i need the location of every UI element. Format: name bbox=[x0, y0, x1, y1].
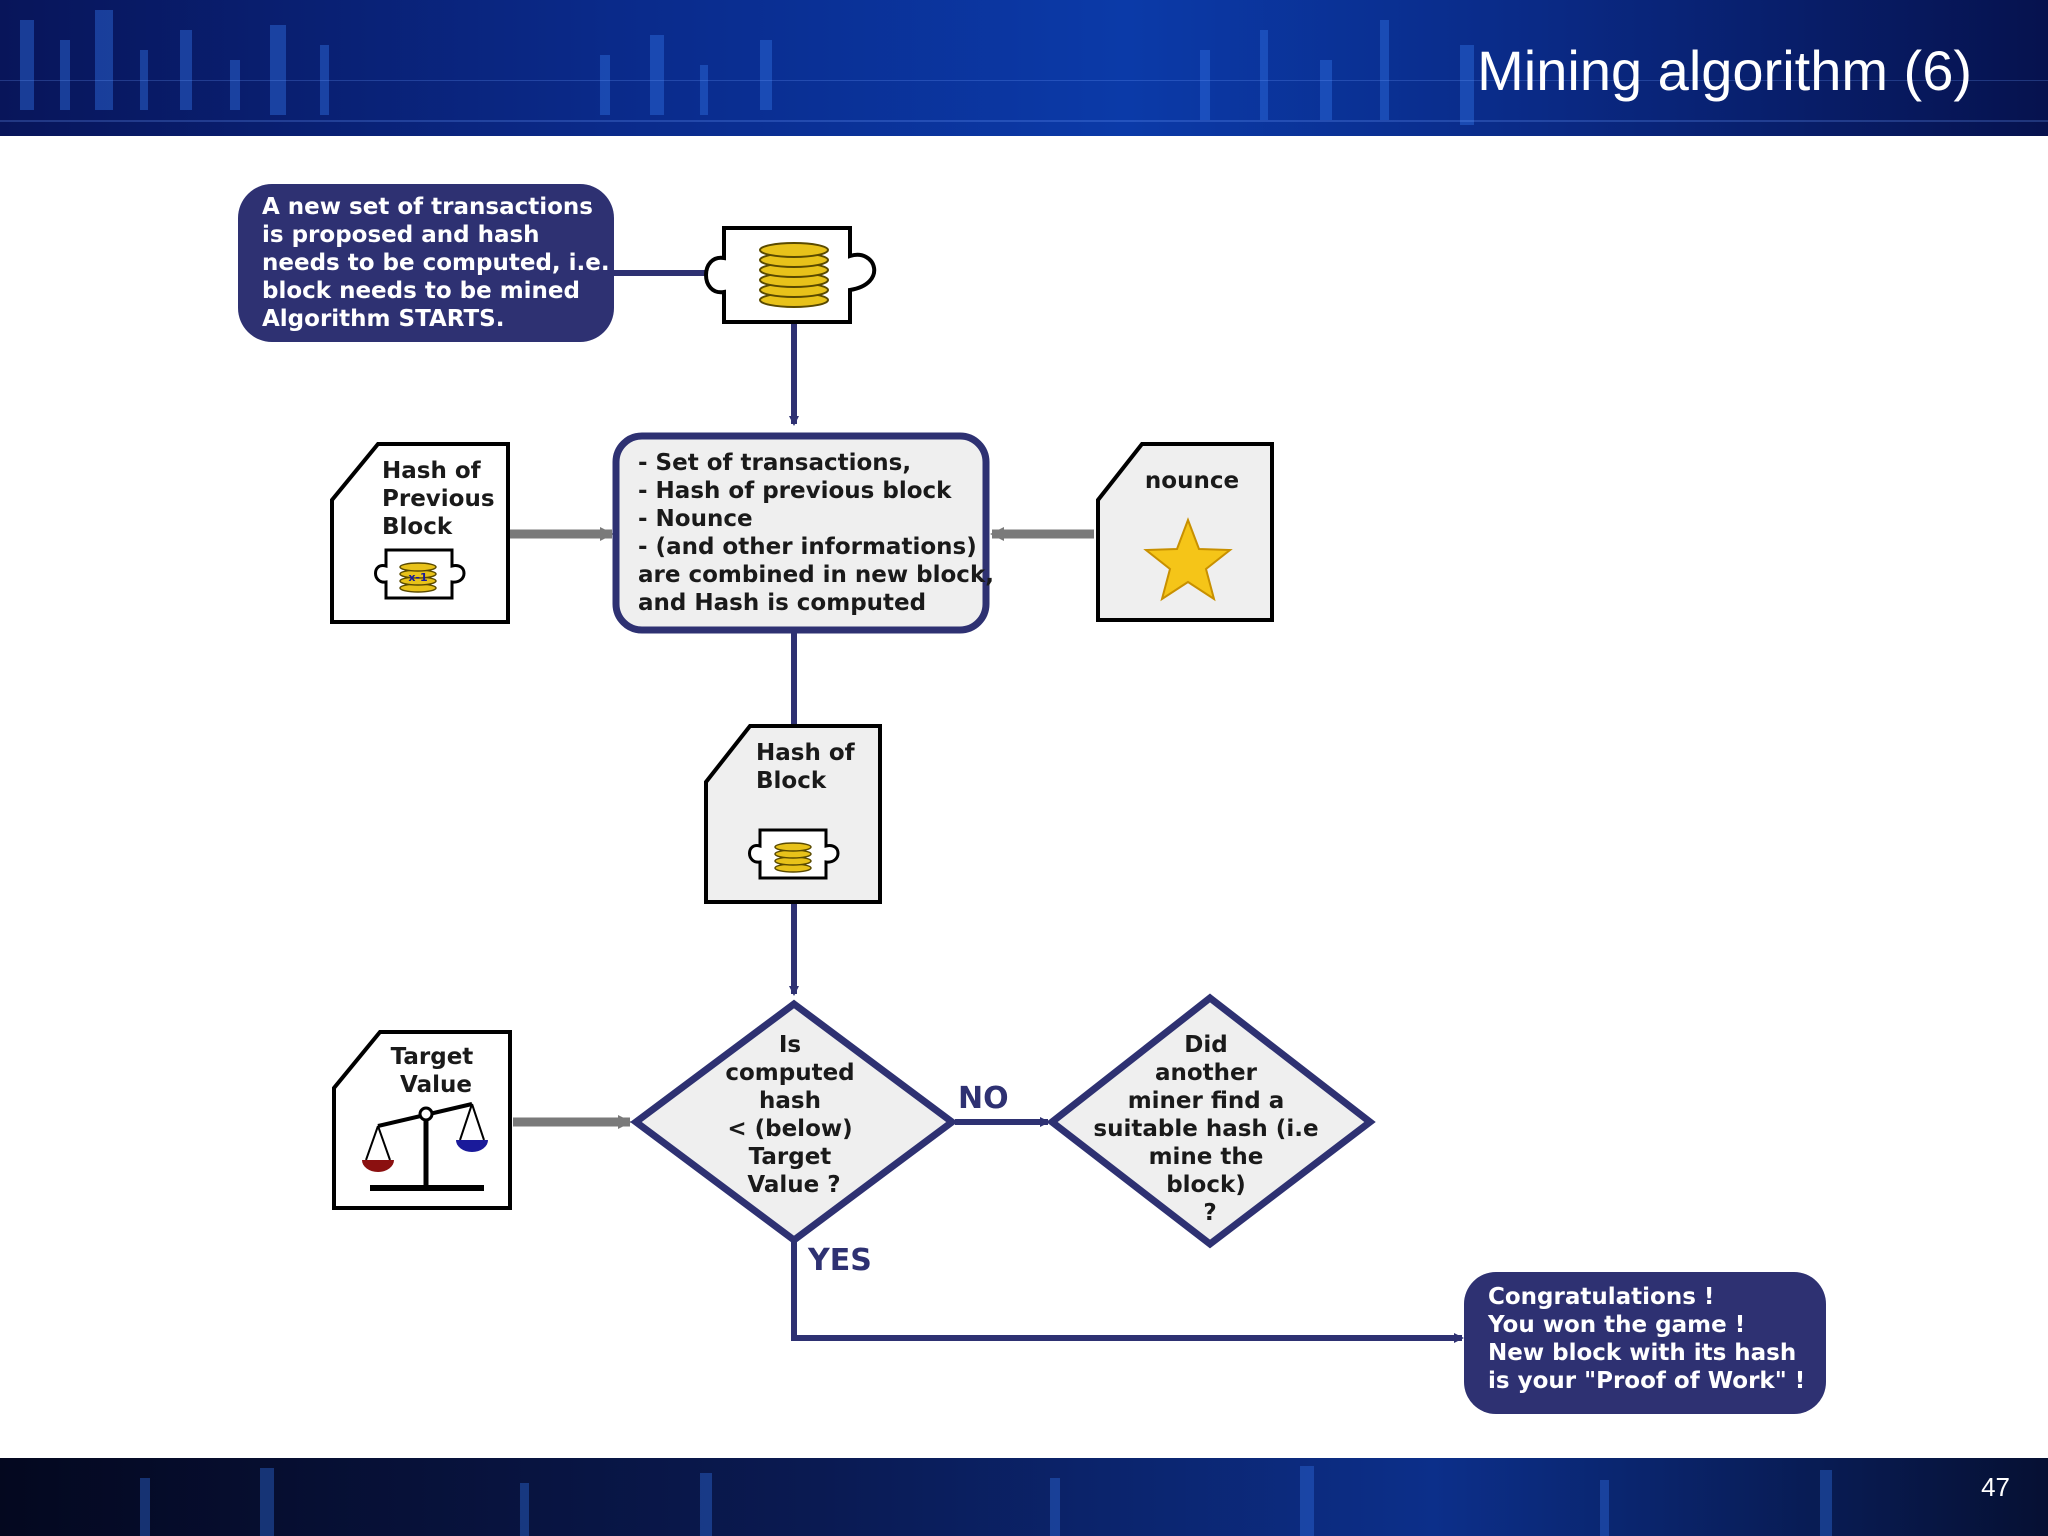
win-note-line: is your "Proof of Work" ! bbox=[1488, 1368, 1805, 1394]
new-block-icon bbox=[704, 226, 877, 324]
slide-title: Mining algorithm (6) bbox=[1477, 39, 1972, 102]
other-miner-line: block) bbox=[1166, 1172, 1246, 1198]
svg-text:- Set of transactions, - H: - Set of transactions, - Hash of previou… bbox=[638, 450, 1002, 616]
banner-decoration bbox=[0, 10, 2048, 125]
balance-scale-icon bbox=[362, 1102, 488, 1191]
other-miner-line: ? bbox=[1203, 1200, 1216, 1226]
combine-line: - Nounce bbox=[638, 506, 753, 532]
svg-text:Did another miner find: Did another miner find a suitable hash (… bbox=[1093, 1032, 1326, 1226]
decision-line: hash bbox=[759, 1088, 821, 1114]
prev-hash-line: Hash of bbox=[382, 458, 482, 484]
decision-other-miner bbox=[1046, 993, 1376, 1249]
start-note-line: block needs to be mined bbox=[262, 278, 580, 304]
footer-banner bbox=[0, 1458, 2048, 1536]
arrow-yes-to-win bbox=[791, 1240, 1464, 1343]
target-line: Target bbox=[391, 1044, 474, 1070]
no-label: NO bbox=[958, 1081, 1009, 1116]
decision-line: computed bbox=[725, 1060, 854, 1086]
coin-stack-icon bbox=[774, 842, 812, 873]
block-hash-icon bbox=[748, 828, 840, 880]
combine-line: - Set of transactions, bbox=[638, 450, 911, 476]
start-note-line: A new set of transactions bbox=[262, 194, 593, 220]
other-miner-line: Did bbox=[1184, 1032, 1227, 1058]
combine-line: and Hash is computed bbox=[638, 590, 926, 616]
win-note-line: Congratulations ! bbox=[1488, 1284, 1714, 1310]
decision-hash-below-target bbox=[630, 999, 958, 1245]
decision-line: < (below) bbox=[727, 1116, 852, 1142]
yes-label: YES bbox=[807, 1243, 872, 1278]
prev-block-icon: x-1 bbox=[374, 548, 466, 600]
target-line: Value bbox=[400, 1072, 472, 1098]
svg-text:Is computed hash <: Is computed hash < (below) Target Value … bbox=[725, 1032, 862, 1198]
svg-text:Congratulations ! You won: Congratulations ! You won the game ! New… bbox=[1487, 1284, 1805, 1394]
win-note-line: You won the game ! bbox=[1487, 1312, 1745, 1338]
decision-line: Is bbox=[779, 1032, 801, 1058]
start-note-line: needs to be computed, i.e. bbox=[262, 250, 610, 276]
block-hash-line: Hash of bbox=[756, 740, 856, 766]
start-note bbox=[238, 184, 614, 342]
combine-line: are combined in new block, bbox=[638, 562, 994, 588]
star-icon bbox=[1143, 517, 1233, 602]
coin-stack-icon bbox=[399, 562, 437, 593]
page-number: 47 bbox=[1981, 1472, 2010, 1502]
svg-text:Target Value: Target Value bbox=[391, 1044, 482, 1098]
nounce-label: nounce bbox=[1145, 468, 1239, 494]
other-miner-line: another bbox=[1155, 1060, 1258, 1086]
footer-decoration bbox=[140, 1466, 1832, 1536]
block-hash-line: Block bbox=[756, 768, 827, 794]
svg-text:A new set of transactions: A new set of transactions is proposed an… bbox=[262, 194, 618, 332]
coin-stack-icon bbox=[759, 242, 829, 308]
prev-block-tag: x-1 bbox=[408, 571, 427, 584]
other-miner-line: suitable hash (i.e bbox=[1093, 1116, 1318, 1142]
prev-hash-line: Previous bbox=[382, 486, 495, 512]
decision-line: Value ? bbox=[747, 1172, 840, 1198]
other-miner-line: mine the bbox=[1149, 1144, 1264, 1170]
title-banner: Mining algorithm (6) bbox=[0, 0, 2048, 136]
svg-text:Hash of Block: Hash of Block bbox=[756, 740, 863, 794]
start-note-line: Algorithm STARTS. bbox=[262, 306, 504, 332]
svg-text:Hash of Previous Block: Hash of Previous Block bbox=[382, 458, 503, 540]
prev-hash-line: Block bbox=[382, 514, 453, 540]
combine-line: - Hash of previous block bbox=[638, 478, 952, 504]
win-note bbox=[1464, 1272, 1826, 1414]
combine-step bbox=[612, 432, 990, 634]
start-note-line: is proposed and hash bbox=[262, 222, 540, 248]
combine-line: - (and other informations) bbox=[638, 534, 977, 560]
other-miner-line: miner find a bbox=[1128, 1088, 1285, 1114]
decision-line: Target bbox=[749, 1144, 832, 1170]
win-note-line: New block with its hash bbox=[1488, 1340, 1796, 1366]
